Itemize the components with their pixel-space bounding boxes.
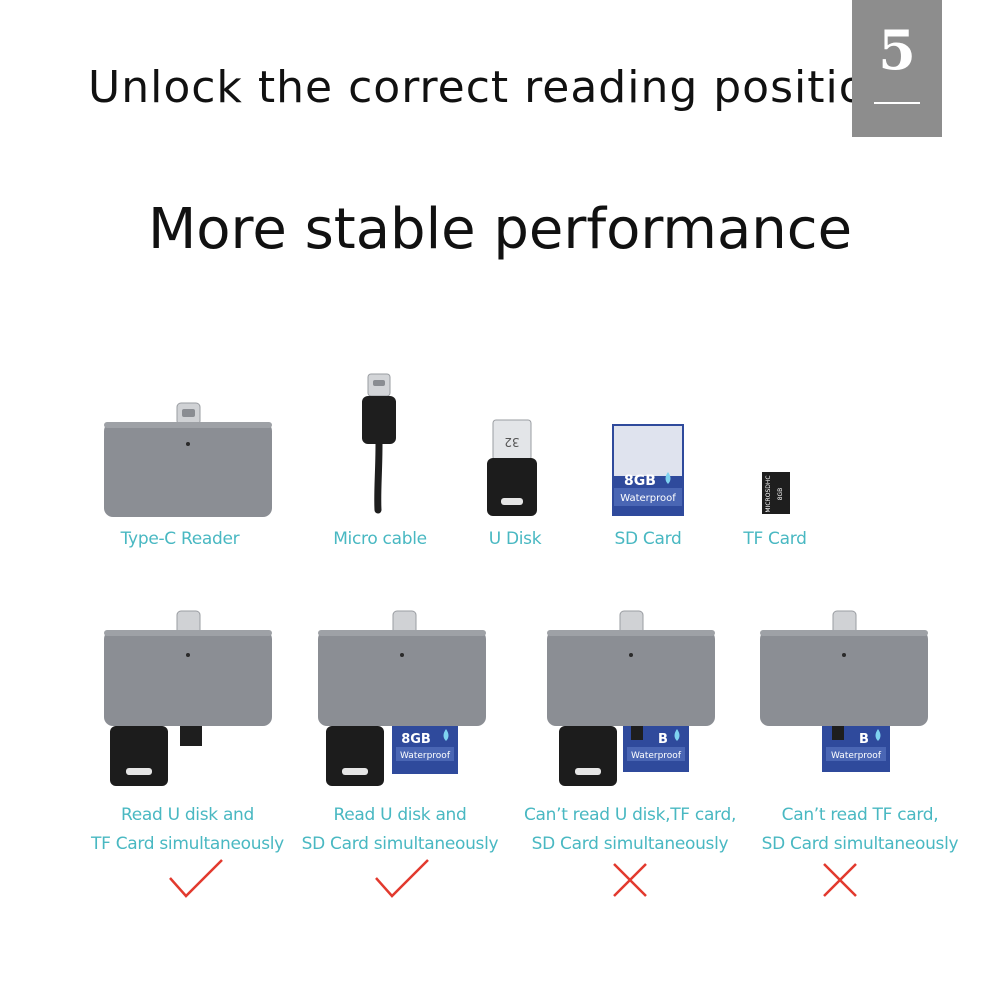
sd-card-icon: 8GB Waterproof bbox=[612, 424, 684, 516]
step-number: 5 bbox=[878, 18, 916, 82]
svg-text:8GB: 8GB bbox=[401, 732, 431, 747]
cross-icon bbox=[823, 863, 857, 897]
component-label-tf-card: TF Card bbox=[743, 529, 807, 549]
u-disk-text: 32 bbox=[504, 435, 519, 449]
combo-caption-line1: Can’t read TF card, bbox=[781, 805, 939, 825]
combo-u-disk-sd-illustration: 8GB Waterproof bbox=[318, 610, 486, 786]
component-label-type-c-reader: Type-C Reader bbox=[120, 529, 240, 549]
combo-caption-line1: Read U disk and bbox=[120, 805, 255, 825]
combo-caption: Can’t read TF card, SD Card simultaneous… bbox=[750, 801, 970, 859]
component-label-sd-card: SD Card bbox=[614, 529, 682, 549]
combo-caption-line1: Read U disk and bbox=[333, 805, 467, 825]
step-badge: 5 bbox=[852, 0, 942, 137]
combo-caption-line2: TF Card simultaneously bbox=[91, 834, 284, 854]
svg-text:B: B bbox=[658, 732, 668, 747]
check-icon bbox=[375, 859, 429, 898]
combo-caption: Read U disk and SD Card simultaneously bbox=[295, 801, 505, 859]
combo-tf-sd-illustration: B Waterproof bbox=[760, 610, 928, 772]
combo-caption-line2: SD Card simultaneously bbox=[761, 834, 959, 854]
micro-cable-icon bbox=[362, 373, 396, 514]
sd-card-capacity: 8GB bbox=[624, 473, 656, 489]
combo-caption: Read U disk and TF Card simultaneously bbox=[80, 801, 295, 859]
svg-text:Waterproof: Waterproof bbox=[831, 751, 882, 761]
page-subtitle: More stable performance bbox=[147, 197, 853, 262]
component-label-u-disk: U Disk bbox=[488, 529, 542, 549]
check-icon bbox=[169, 859, 223, 898]
tf-card-text: MICROSDHC bbox=[765, 475, 772, 512]
combo-u-disk-tf-illustration bbox=[104, 610, 272, 786]
sd-card-text: Waterproof bbox=[620, 493, 676, 504]
component-label-micro-cable: Micro cable bbox=[333, 529, 427, 549]
svg-text:B: B bbox=[859, 732, 869, 747]
combo-caption-line2: SD Card simultaneously bbox=[301, 834, 499, 854]
tf-card-capacity: 8GB bbox=[777, 488, 784, 501]
page-header-title: Unlock the correct reading position bbox=[88, 62, 896, 113]
combo-u-disk-tf-sd-illustration: B Waterproof bbox=[547, 610, 715, 786]
badge-underline bbox=[874, 102, 920, 104]
combo-caption: Can’t read U disk,TF card, SD Card simul… bbox=[510, 801, 750, 859]
tf-card-icon: MICROSDHC 8GB bbox=[762, 472, 790, 514]
combo-caption-line2: SD Card simultaneously bbox=[531, 834, 729, 854]
u-disk-icon: 32 bbox=[487, 419, 537, 516]
cross-icon bbox=[613, 863, 647, 897]
svg-text:Waterproof: Waterproof bbox=[631, 751, 682, 761]
type-c-reader-icon bbox=[104, 402, 272, 517]
combo-caption-line1: Can’t read U disk,TF card, bbox=[523, 805, 737, 825]
svg-text:Waterproof: Waterproof bbox=[400, 751, 451, 761]
